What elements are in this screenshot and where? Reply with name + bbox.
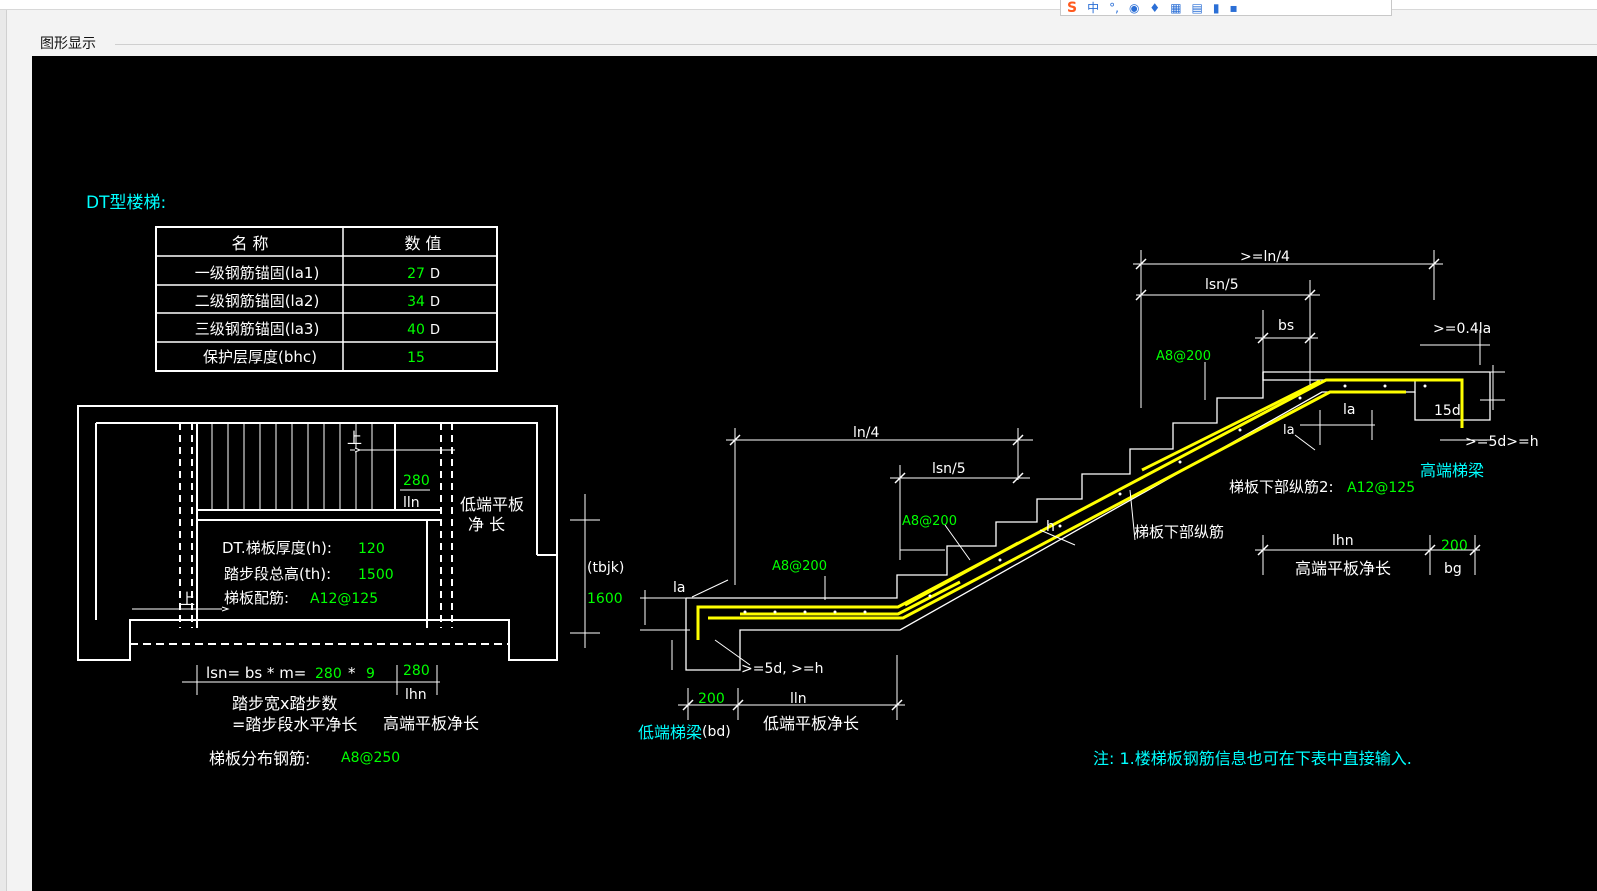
plan-distribution-label: 梯板分布钢筋: <box>209 749 310 768</box>
section-lower-long-label: 梯板下部纵筋 <box>1134 523 1224 541</box>
keyboard-icon[interactable]: ▦ <box>1170 0 1182 15</box>
anchorage-table <box>155 226 498 372</box>
section-high-flat-label: 高端平板净长 <box>1295 559 1391 578</box>
table-row-unit: D <box>430 323 440 338</box>
plan-total-height-value[interactable]: 1600 <box>587 591 623 607</box>
plan-times-sign: * <box>348 664 356 682</box>
table-row-name: 三级钢筋锚固(la3) <box>195 320 320 338</box>
rebar-dots <box>743 384 1427 614</box>
plan-tread-lines <box>132 423 455 612</box>
section-a8-top[interactable]: A8@200 <box>1156 349 1211 364</box>
plan-thickness-label: DT.梯板厚度(h): <box>222 539 332 557</box>
plan-step-width[interactable]: 280 <box>403 473 430 489</box>
plan-tbjk-label: (tbjk) <box>587 560 624 576</box>
table-row-value[interactable]: 40 <box>407 322 425 338</box>
table-row-value[interactable]: 34 <box>407 294 425 310</box>
plan-rebar-label: 梯板配筋: <box>224 589 289 607</box>
ime-mode-toggle[interactable]: 中 <box>1087 0 1100 15</box>
drawing-note: 注: 1.楼梯板钢筋信息也可在下表中直接输入. <box>1093 749 1412 768</box>
table-row-unit: D <box>430 267 440 282</box>
table-header-name: 名 称 <box>231 234 268 253</box>
drawing-title: DT型楼梯: <box>86 193 166 213</box>
voice-icon[interactable]: ◉ <box>1128 0 1140 15</box>
section-lower-long2-value[interactable]: A12@125 <box>1347 480 1415 496</box>
table-row-name: 一级钢筋锚固(la1) <box>195 264 320 282</box>
section-la-left: la <box>673 580 685 596</box>
top-toolbar <box>0 0 1597 10</box>
plan-rebar-value[interactable]: A12@125 <box>310 591 378 607</box>
section-high-beam-label: 高端梯梁 <box>1420 461 1484 480</box>
panel-title-divider <box>115 44 1597 45</box>
plan-bs-value[interactable]: 280 <box>315 666 342 682</box>
plan-bottom-dimension <box>182 665 440 695</box>
stair-plan-view <box>77 405 558 661</box>
table-row-value[interactable]: 15 <box>407 350 425 366</box>
section-bg-label: bg <box>1444 561 1462 577</box>
section-low-flat-label: 低端平板净长 <box>763 714 859 733</box>
shirt-icon[interactable]: ▮ <box>1212 0 1220 15</box>
section-bd-label: (bd) <box>702 724 731 740</box>
stair-drawing: DT型楼梯: 名 称 数 值 一级钢筋锚固(la1) 27 D 二级钢筋锚固(l… <box>77 193 1539 768</box>
section-bd-value[interactable]: 200 <box>698 691 725 707</box>
table-row-name: 二级钢筋锚固(la2) <box>195 292 320 310</box>
plan-high-flat-label: 高端平板净长 <box>383 714 479 733</box>
section-a8-low[interactable]: A8@200 <box>772 559 827 574</box>
plan-right-step-value[interactable]: 280 <box>403 663 430 679</box>
table-row-value[interactable]: 27 <box>407 266 425 282</box>
plan-up-label: 上 <box>347 429 362 447</box>
graphic-display-canvas[interactable]: DT型楼梯: 名 称 数 值 一级钢筋锚固(la1) 27 D 二级钢筋锚固(l… <box>32 56 1597 891</box>
plan-height-value[interactable]: 1500 <box>358 567 394 583</box>
left-panel-edge <box>0 10 7 891</box>
section-lhn-label: lhn <box>1332 533 1354 549</box>
section-a8-mid[interactable]: A8@200 <box>902 514 957 529</box>
section-lsn5-top: lsn/5 <box>1205 277 1239 293</box>
section-h-label: h <box>1046 519 1055 535</box>
plan-lsn-label: lsn= bs * m= <box>206 664 306 682</box>
section-la-right: la <box>1343 402 1355 418</box>
ime-punct-toggle[interactable]: °, <box>1109 0 1119 15</box>
section-lsn5-mid: lsn/5 <box>932 461 966 477</box>
section-bs-label: bs <box>1278 318 1294 334</box>
dimension-ticks <box>682 258 1481 711</box>
plan-m-value[interactable]: 9 <box>366 666 375 682</box>
plan-height-dimension <box>570 494 600 648</box>
section-5d-h-label: >=5d>=h <box>1465 434 1539 450</box>
section-la-mid: la <box>1283 423 1295 438</box>
skin-icon[interactable]: ▤ <box>1191 0 1203 15</box>
plan-height-label: 踏步段总高(th): <box>224 565 331 583</box>
table-row-unit: D <box>430 295 440 310</box>
mic-icon[interactable]: ♦ <box>1149 0 1161 15</box>
plan-low-flat-label: 低端平板 <box>460 495 524 514</box>
sogou-logo-icon[interactable]: S <box>1067 0 1078 16</box>
section-15d-label: 15d <box>1434 403 1461 419</box>
plan-up-label-lower: 上 <box>180 590 195 608</box>
plan-lhn-label: lhn <box>405 687 427 703</box>
section-ln4-top: >=ln/4 <box>1240 249 1290 265</box>
panel-title: 图形显示 <box>40 36 96 52</box>
plan-lln-label: lln <box>403 495 420 511</box>
plan-step-desc-2: =踏步段水平净长 <box>232 715 357 734</box>
section-lower-long2-label: 梯板下部纵筋2: <box>1229 478 1334 496</box>
section-lln-label: lln <box>790 691 807 707</box>
section-5d-label: >=5d, >=h <box>741 661 824 677</box>
table-row-name: 保护层厚度(bhc) <box>203 348 317 366</box>
plan-distribution-value[interactable]: A8@250 <box>341 750 400 766</box>
plan-thickness-value[interactable]: 120 <box>358 541 385 557</box>
table-header-value: 数 值 <box>404 234 441 253</box>
plan-low-flat-label-2: 净 长 <box>468 515 505 534</box>
section-04la-label: >=0.4la <box>1433 321 1491 337</box>
plan-step-desc-1: 踏步宽x踏步数 <box>232 694 337 713</box>
section-ln4-mid: ln/4 <box>853 425 879 441</box>
section-low-beam-label: 低端梯梁 <box>638 723 702 742</box>
grid-icon[interactable]: ▪ <box>1229 0 1238 15</box>
stair-rebar <box>696 378 1464 640</box>
ime-toolbar: S 中 °, ◉ ♦ ▦ ▤ ▮ ▪ <box>1060 0 1392 16</box>
section-bg-value[interactable]: 200 <box>1441 538 1468 554</box>
